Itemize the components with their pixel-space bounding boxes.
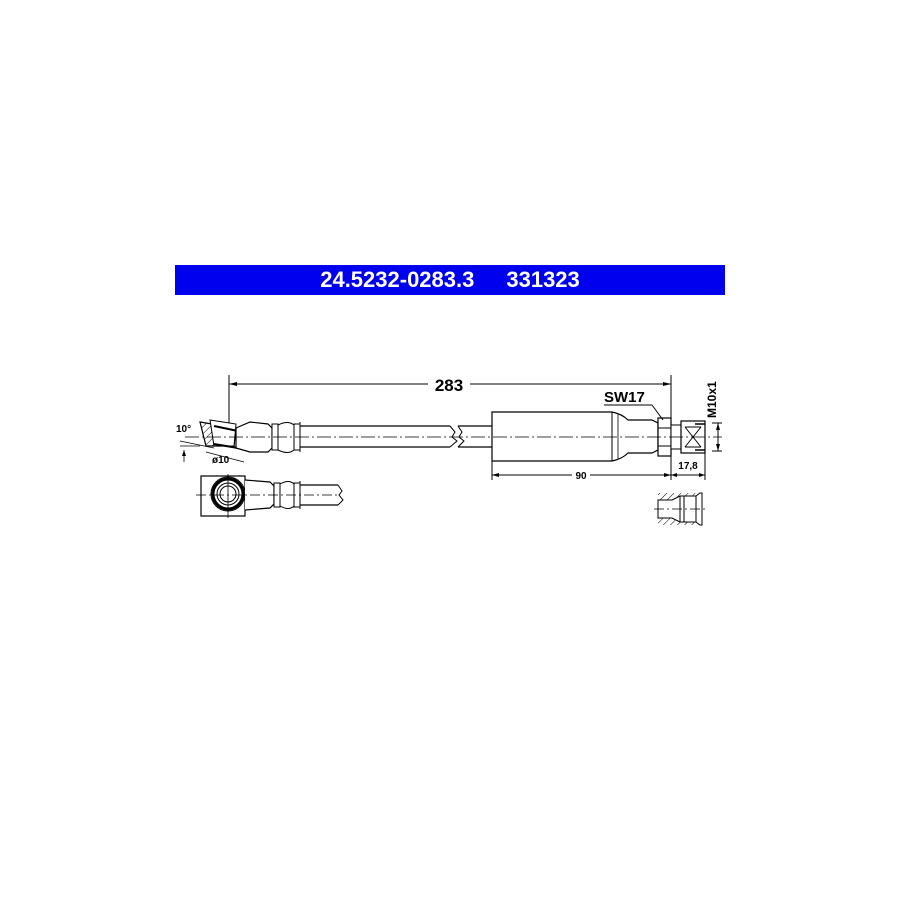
part-number-banner: 24.5232-0283.3 331323: [175, 265, 725, 295]
svg-text:ø10: ø10: [212, 455, 230, 466]
banjo-diameter-callout: ø10: [205, 451, 245, 466]
svg-text:17,8: 17,8: [678, 461, 698, 472]
thread-length-dimension: 17,8: [670, 453, 706, 480]
reference-number: 331323: [506, 267, 580, 292]
wrench-size-callout: SW17: [604, 389, 664, 421]
top-view-banjo: [196, 474, 344, 518]
side-view: [185, 411, 722, 462]
banjo-angle-callout: 10°: [176, 424, 215, 462]
fitting-length-dimension: 90: [491, 461, 671, 482]
overall-length-dimension: 283: [228, 375, 672, 430]
svg-text:M10x1: M10x1: [705, 381, 719, 418]
thread-port-section: [654, 492, 706, 526]
thread-callout: M10x1: [705, 381, 722, 452]
svg-text:SW17: SW17: [604, 389, 645, 406]
overall-length-label: 283: [435, 376, 463, 395]
part-number: 24.5232-0283.3: [320, 267, 475, 292]
svg-text:90: 90: [575, 471, 587, 482]
svg-text:10°: 10°: [176, 424, 191, 435]
